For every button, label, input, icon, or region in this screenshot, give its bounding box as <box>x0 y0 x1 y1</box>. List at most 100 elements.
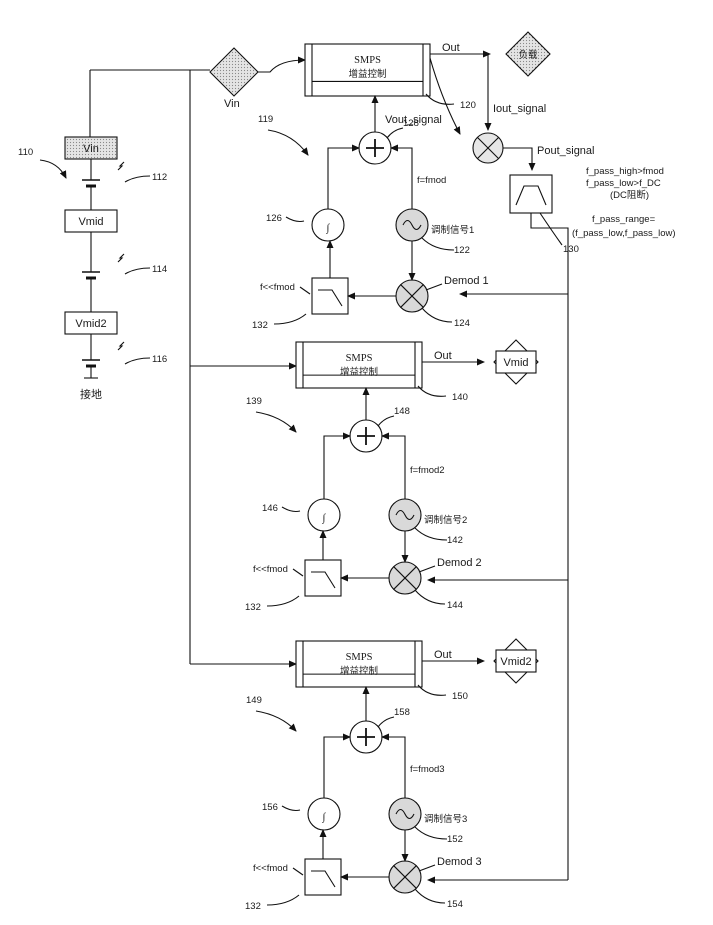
load-label: 负载 <box>518 49 538 61</box>
demod-ref-leader <box>422 308 452 322</box>
vout-signal-label: Vout_signal <box>385 114 442 126</box>
osc-name: 调制信号1 <box>431 224 474 236</box>
smps-ref: 140 <box>452 392 468 403</box>
bpf-note-line-1: f_pass_high>fmod <box>586 166 664 177</box>
summing-junction <box>350 420 382 452</box>
integrator-ref-leader <box>286 217 304 222</box>
lowpass-filter <box>312 278 348 314</box>
iout-signal-label: Iout_signal <box>493 103 546 115</box>
sum-ref-leader <box>387 128 403 138</box>
smps-title: SMPS <box>346 353 373 364</box>
integrator-ref: 156 <box>262 802 278 813</box>
bpf-note: f_pass_high>fmod f_pass_low>f_DC (DC阻断) … <box>572 166 676 239</box>
lpf-label: f<<fmod <box>260 282 295 293</box>
demod-label-leader <box>426 284 442 290</box>
demod-label-leader <box>419 566 435 572</box>
cell-ref-114: 114 <box>152 264 167 275</box>
lpf-ref-leader <box>274 314 306 324</box>
smps-title: SMPS <box>354 55 381 66</box>
out-label: Out <box>442 42 460 54</box>
demod-ref: 124 <box>454 318 470 329</box>
summing-junction <box>359 132 391 164</box>
pout-signal-label: Pout_signal <box>537 145 595 157</box>
smps-block: SMPS增益控制 <box>305 44 430 96</box>
smps-subtitle: 增益控制 <box>340 665 378 677</box>
lpf-ref: 132 <box>245 602 261 613</box>
battery-stack: Vin Vmid Vmid2 接地 110 112 <box>18 70 210 401</box>
bpf-ref: 130 <box>563 244 579 255</box>
lpf-box <box>312 278 348 314</box>
smps-block: SMPS 增益控制 <box>296 342 422 388</box>
osc-to-sum <box>382 737 405 798</box>
smps-ref: 120 <box>460 100 476 111</box>
smps-subtitle: 增益控制 <box>340 366 378 378</box>
lpf-box <box>305 859 341 895</box>
smps-ref: 150 <box>452 691 468 702</box>
power-mixer <box>473 133 503 163</box>
demod-label: Demod 2 <box>437 557 482 569</box>
stage-2: SMPS增益控制OutVmid140148139∫146f=fmod2调制信号2… <box>245 340 538 613</box>
out-label: Out <box>434 350 452 362</box>
osc-name: 调制信号2 <box>424 514 467 526</box>
battery-cell-116 <box>82 360 100 366</box>
bpf-note-line-4: f_pass_range= <box>592 214 656 225</box>
osc-ref-leader <box>415 528 447 540</box>
osc-ref-leader <box>422 238 454 250</box>
lpf-ref-leader <box>267 596 299 606</box>
sum-ref: 158 <box>394 707 410 718</box>
integrator-to-sum <box>324 737 350 798</box>
integrator-ref-leader <box>282 507 300 512</box>
group-ref-arrow <box>268 130 308 155</box>
lpf-label: f<<fmod <box>253 863 288 874</box>
smps-block: SMPS 增益控制 <box>296 641 422 687</box>
integrator-to-sum <box>328 148 359 209</box>
integrator: ∫ <box>308 499 340 531</box>
vin-label: Vin <box>224 98 240 110</box>
demod-ref: 144 <box>447 600 463 611</box>
osc-ref: 122 <box>454 245 470 256</box>
demod-label: Demod 1 <box>444 275 489 287</box>
bandpass-filter <box>510 175 552 213</box>
group-ref-arrow <box>256 412 296 432</box>
out-label: Out <box>434 649 452 661</box>
stage-3: SMPS增益控制OutVmid2150158149∫156f=fmod3调制信号… <box>245 639 538 912</box>
battery-group-ref: 110 <box>18 147 33 158</box>
lpf-label: f<<fmod <box>253 564 288 575</box>
oscillator <box>389 499 421 531</box>
battery-cell-112 <box>82 180 100 186</box>
group-ref: 139 <box>246 396 262 407</box>
lpf-label-leader <box>293 868 303 875</box>
stage-1: SMPS增益控制Out负载120128119∫126f=fmod调制信号1122… <box>252 32 550 331</box>
power-sense-path: Iout_signal Pout_signal 130 f_pass_high>… <box>428 54 676 880</box>
integrator: ∫ <box>312 209 344 241</box>
lpf-box <box>305 560 341 596</box>
vmid2-box-label: Vmid2 <box>75 318 106 330</box>
vin-diamond <box>210 48 258 96</box>
integrator-to-sum <box>324 436 350 499</box>
oscillator <box>396 209 428 241</box>
ground-label: 接地 <box>80 388 102 401</box>
load-label: Vmid <box>503 357 528 369</box>
lpf-ref: 132 <box>252 320 268 331</box>
load-label: Vmid2 <box>500 656 531 668</box>
demod-label-leader <box>419 865 435 871</box>
sum-ref: 148 <box>394 406 410 417</box>
bpf-note-line-2: f_pass_low>f_DC <box>586 178 661 189</box>
smps-title: SMPS <box>346 652 373 663</box>
lowpass-filter <box>305 859 341 895</box>
demod-ref: 154 <box>447 899 463 910</box>
group-ref: 119 <box>258 114 273 125</box>
demod-ref-leader <box>415 590 445 604</box>
lpf-label-leader <box>300 287 310 294</box>
osc-name: 调制信号3 <box>424 813 467 825</box>
osc-ref: 142 <box>447 535 463 546</box>
demod-label: Demod 3 <box>437 856 482 868</box>
oscillator <box>389 798 421 830</box>
demodulator <box>389 562 421 594</box>
osc-ref: 152 <box>447 834 463 845</box>
demodulator <box>396 280 428 312</box>
osc-to-sum <box>391 148 412 209</box>
integrator-ref: 146 <box>262 503 278 514</box>
osc-frequency: f=fmod3 <box>410 764 445 775</box>
